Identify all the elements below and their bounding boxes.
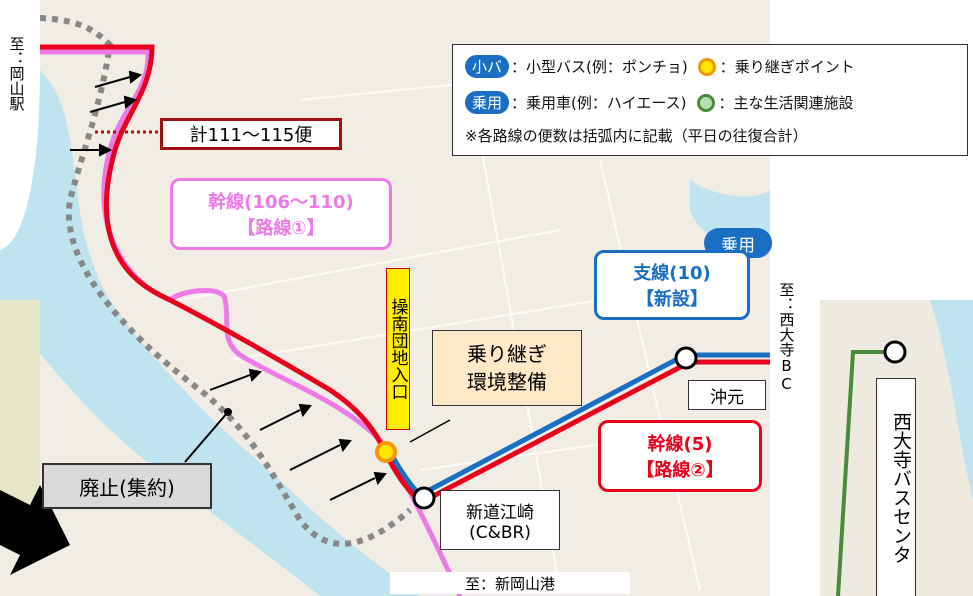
abolished-label: 廃止(集約) (42, 463, 212, 509)
trunk-line-1-box: 幹線(106〜110) 【路線①】 (170, 178, 392, 250)
shinmichi-ezaki-sub: (C&BR) (469, 522, 531, 543)
big-arrow (0, 485, 70, 575)
stop-name-shinmichi-ezaki: 新道江崎 (C&BR) (440, 490, 560, 550)
trunk-line-1-route: 【路線①】 (237, 218, 325, 239)
legend-row-1: 小バ ：小型バス(例：ポンチョ) ：乗り継ぎポイント (465, 55, 855, 78)
facility-icon (696, 93, 715, 112)
left-inset (0, 300, 40, 520)
small-bus-tag: 小バ (465, 55, 510, 78)
transfer-point-marker (375, 441, 397, 463)
abolish-pointer (184, 411, 229, 463)
transfer-arrows (70, 70, 387, 501)
saidaiji-bus-center-label: 西大寺バスセンタ (876, 378, 916, 596)
stop-name-okimoto: 沖元 (688, 380, 766, 410)
transfer-env-line1: 乗り継ぎ (467, 342, 547, 366)
branch-line-box: 支線(10) 【新設】 (594, 250, 750, 320)
trunk-line-1-count: 幹線(106〜110) (208, 192, 354, 213)
transfer-env-box: 乗り継ぎ 環境整備 (432, 330, 582, 406)
trunk-line-2-count: 幹線(5) (647, 434, 713, 455)
trunk-line-2-box: 幹線(5) 【路線②】 (598, 420, 762, 492)
legend-note: ※各路線の便数は括弧内に記載（平日の往復合計） (465, 127, 808, 145)
saidaiji-green-line (836, 350, 893, 596)
total-trips-label: 計111〜115便 (160, 118, 342, 150)
branch-line-status: 【新設】 (636, 289, 708, 310)
facility-desc: ：主な生活関連施設 (718, 94, 854, 112)
transfer-env-pointer (409, 419, 451, 443)
to-saidaiji-bc-label: 至：西大寺BC (774, 262, 800, 412)
car-desc: ：乗用車(例：ハイエース) (511, 94, 687, 112)
transfer-desc: ：乗り継ぎポイント (719, 58, 855, 76)
inset-river (930, 300, 973, 500)
legend-row-2: 乗用 ：乗用車(例：ハイエース) ：主な生活関連施設 (465, 91, 854, 114)
trunk-line-2-route: 【路線②】 (636, 460, 724, 481)
small-bus-desc: ：小型バス(例：ポンチョ) (511, 58, 688, 76)
to-shin-okayama-port-label: 至：新岡山港 (390, 572, 630, 594)
legend-panel: 小バ ：小型バス(例：ポンチョ) ：乗り継ぎポイント 乗用 ：乗用車(例：ハイエ… (452, 44, 968, 156)
abolish-point (224, 408, 232, 416)
transfer-env-line2: 環境整備 (467, 370, 547, 394)
car-tag: 乗用 (465, 91, 510, 114)
abolished-route (39, 15, 412, 547)
stop-marker-okimoto (674, 346, 698, 370)
stop-marker-saidaiji (883, 340, 907, 364)
to-okayama-station-label: 至：岡山駅 (4, 28, 30, 118)
trunk-line-1-red (40, 44, 388, 454)
branch-line-count: 支線(10) (633, 263, 711, 284)
transfer-point-icon (697, 57, 716, 76)
stop-name-sonan-danchi: 操南団地入口 (386, 268, 410, 430)
legend-row-3: ※各路線の便数は括弧内に記載（平日の往復合計） (465, 125, 808, 146)
shinmichi-ezaki-name: 新道江崎 (466, 502, 534, 523)
stop-marker-shinmichi-ezaki (412, 486, 436, 510)
